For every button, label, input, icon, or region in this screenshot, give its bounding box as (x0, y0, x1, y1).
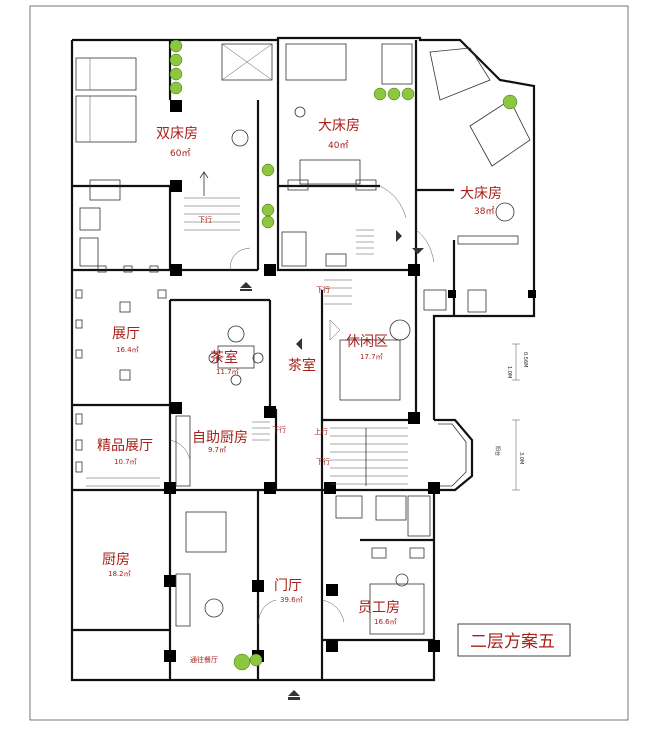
stair-label-to-restaurant: 通往餐厅 (190, 655, 218, 664)
room-area-master-1: 40㎡ (328, 140, 348, 151)
interior-walls (72, 40, 456, 680)
stair-label-down-1: 下行 (198, 215, 212, 224)
dimension-marks: 0.56M 1.0M 3.0M 阳台 (494, 343, 528, 491)
room-name-buffet: 自助厨房 (192, 430, 248, 446)
bay-window (434, 418, 474, 492)
room-name-twin: 双床房 (156, 126, 198, 142)
stair-label-down-3: 下行 (272, 425, 286, 434)
room-name-master-1: 大床房 (318, 118, 360, 134)
room-name-lounge: 休闲区 (346, 334, 388, 350)
stair-label-down-4: 下行 (316, 457, 330, 466)
arrow-right-icon (396, 230, 402, 242)
room-area-lounge: 17.7㎡ (360, 353, 383, 361)
dim-label-2: 1.0M (506, 366, 512, 378)
room-name-foyer: 门厅 (274, 578, 302, 594)
room-name-tea: 茶室 (210, 349, 238, 366)
room-area-master-2: 38㎡ (474, 206, 494, 217)
room-area-tea: 11.7㎡ (216, 368, 239, 376)
stair-label-up-1: 上行 (314, 427, 328, 436)
room-area-premium: 10.7㎡ (114, 458, 137, 466)
plan-title: 二层方案五 (470, 632, 555, 652)
room-name-master-2: 大床房 (460, 186, 502, 202)
room-name-premium: 精品展厅 (97, 438, 153, 454)
plants (169, 39, 518, 671)
room-labels: 双床房 60㎡ 大床房 40㎡ 大床房 38㎡ 展厅 16.4㎡ 茶室 11.7… (97, 118, 502, 626)
exterior-walls (70, 36, 536, 682)
columns (164, 100, 536, 662)
room-area-kitchen: 18.2㎡ (108, 570, 131, 578)
plan-title-box: 二层方案五 (457, 623, 571, 657)
room-name-staff: 员工房 (358, 600, 400, 616)
arrow-left-icon (296, 338, 302, 350)
room-area-foyer: 39.6㎡ (280, 596, 303, 604)
entrance-arrows (240, 230, 424, 700)
main-entrance-arrow-icon (288, 690, 300, 696)
arrow-down-icon (412, 248, 424, 254)
dim-label-1: 0.56M (522, 352, 528, 367)
drawing-frame (29, 5, 629, 721)
dim-label-3: 3.0M (518, 452, 524, 464)
furniture (75, 43, 531, 635)
dim-label-4: 阳台 (494, 446, 501, 456)
arrow-up-icon (240, 282, 252, 288)
room-name-exhibition: 展厅 (112, 326, 140, 342)
room-name-kitchen: 厨房 (102, 552, 130, 568)
stair-labels: 下行 下行 下行 上行 下行 通往餐厅 (190, 215, 330, 664)
room-area-exhibition: 16.4㎡ (116, 346, 139, 354)
room-area-buffet: 9.7㎡ (208, 446, 226, 454)
corridor-name-tea: 茶室 (288, 357, 316, 374)
room-area-staff: 16.6㎡ (374, 618, 397, 626)
stair-label-down-2: 下行 (316, 285, 330, 294)
room-area-twin: 60㎡ (170, 148, 190, 159)
